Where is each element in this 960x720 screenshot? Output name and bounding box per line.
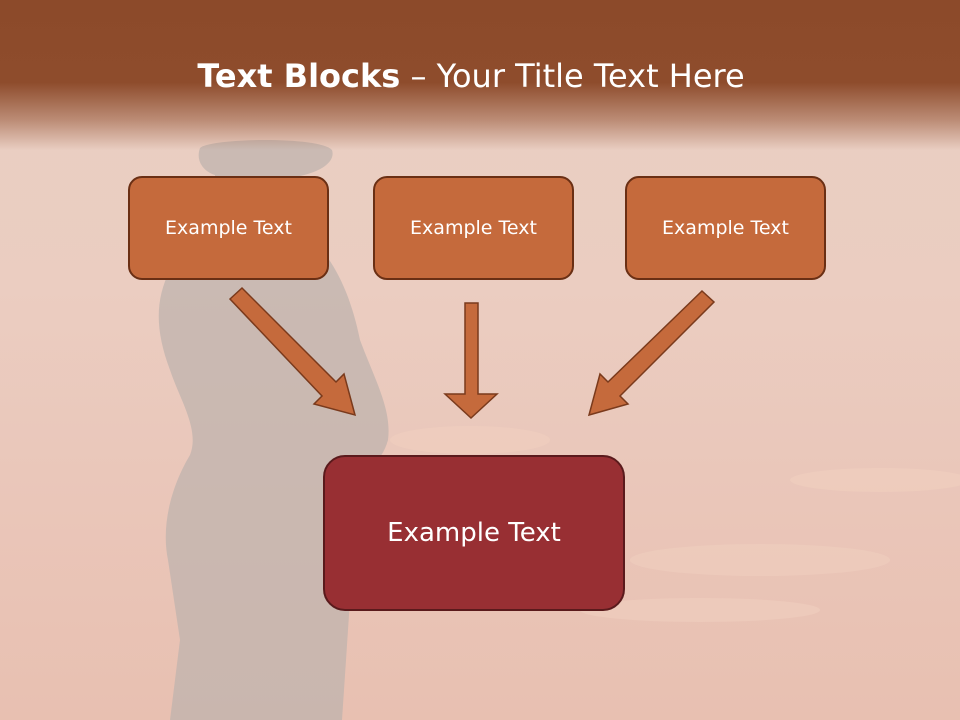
arrow-down-right (228, 286, 357, 417)
top-text-block-right[interactable]: Example Text (625, 176, 826, 280)
arrow-down (443, 302, 499, 420)
top-text-block-center-label: Example Text (410, 217, 537, 239)
top-text-block-center[interactable]: Example Text (373, 176, 574, 280)
title-bar (0, 0, 960, 150)
cloud-wisps (390, 426, 960, 622)
top-text-block-left[interactable]: Example Text (128, 176, 329, 280)
arrow-down-left (587, 289, 716, 417)
bottom-text-block-label: Example Text (387, 518, 561, 548)
title-regular-part: – Your Title Text Here (400, 57, 745, 95)
top-text-block-left-label: Example Text (165, 217, 292, 239)
bottom-text-block[interactable]: Example Text (323, 455, 625, 611)
top-text-block-right-label: Example Text (662, 217, 789, 239)
title-bold-part: Text Blocks (197, 57, 401, 95)
slide-title: Text Blocks – Your Title Text Here (0, 56, 942, 96)
